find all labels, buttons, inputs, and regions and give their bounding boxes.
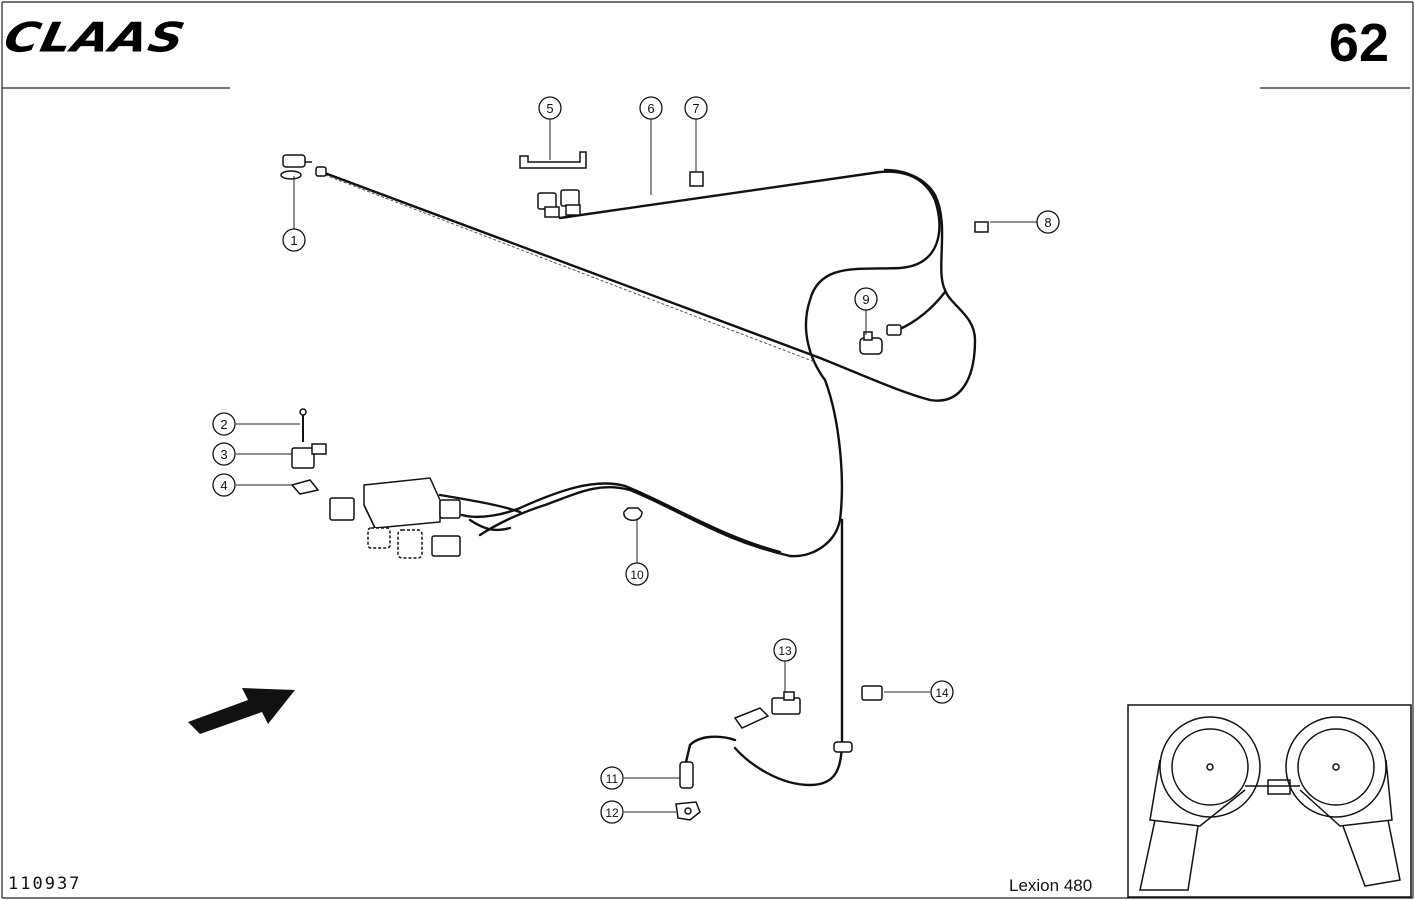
- callout-6: 6: [639, 96, 663, 120]
- svg-text:1: 1: [290, 233, 297, 248]
- svg-text:9: 9: [862, 292, 869, 307]
- clip-part-8: [974, 221, 989, 233]
- inset-detail: [1127, 704, 1412, 898]
- clip-part-7: [689, 171, 704, 187]
- svg-text:7: 7: [692, 101, 699, 116]
- sensor-part-9: [859, 324, 902, 355]
- valve-block: [329, 477, 461, 559]
- svg-text:6: 6: [647, 101, 654, 116]
- svg-text:8: 8: [1044, 215, 1051, 230]
- model-label: Lexion 480: [1009, 876, 1093, 895]
- plug-connectors: [537, 189, 581, 218]
- wiring-harness: [320, 168, 977, 787]
- callout-14: 14: [930, 680, 954, 704]
- component-sketches: [280, 151, 989, 821]
- grommet: [833, 741, 853, 753]
- svg-text:3: 3: [220, 447, 227, 462]
- gasket-part-4: [290, 479, 320, 495]
- bracket-part-5: [519, 151, 587, 169]
- catalog-number: 110937: [8, 874, 82, 894]
- clamp-part-10: [623, 507, 643, 521]
- sensor-part-11: [679, 761, 694, 789]
- direction-arrow: [188, 688, 295, 734]
- clip-part-14: [861, 685, 883, 701]
- callout-3: 3: [212, 442, 236, 466]
- callout-9: 9: [854, 287, 878, 311]
- callout-5: 5: [538, 96, 562, 120]
- callout-bubbles: 1 2 3 4 5 6 7 8 9 10 11 12 13 14: [212, 96, 1060, 824]
- harness-shielding: [324, 174, 816, 363]
- svg-text:12: 12: [605, 806, 619, 820]
- svg-text:14: 14: [935, 686, 949, 700]
- callout-13: 13: [773, 638, 797, 662]
- callout-10: 10: [625, 562, 649, 586]
- callout-4: 4: [212, 473, 236, 497]
- sensor-part-1: [280, 154, 327, 180]
- connector-near-13: [733, 707, 770, 729]
- svg-text:4: 4: [220, 478, 227, 493]
- relay-part-13: [771, 691, 801, 715]
- callout-2: 2: [212, 412, 236, 436]
- svg-text:10: 10: [630, 568, 644, 582]
- callout-7: 7: [684, 96, 708, 120]
- svg-text:2: 2: [220, 417, 227, 432]
- svg-text:13: 13: [778, 644, 792, 658]
- plug-part-3: [291, 443, 327, 469]
- page-number: 62: [1328, 13, 1389, 73]
- callout-12: 12: [600, 800, 624, 824]
- svg-text:5: 5: [546, 101, 553, 116]
- callout-11: 11: [600, 766, 624, 790]
- svg-text:11: 11: [606, 772, 619, 786]
- leader-lines: [236, 119, 1037, 813]
- callout-1: 1: [282, 228, 306, 252]
- callout-8: 8: [1036, 210, 1060, 234]
